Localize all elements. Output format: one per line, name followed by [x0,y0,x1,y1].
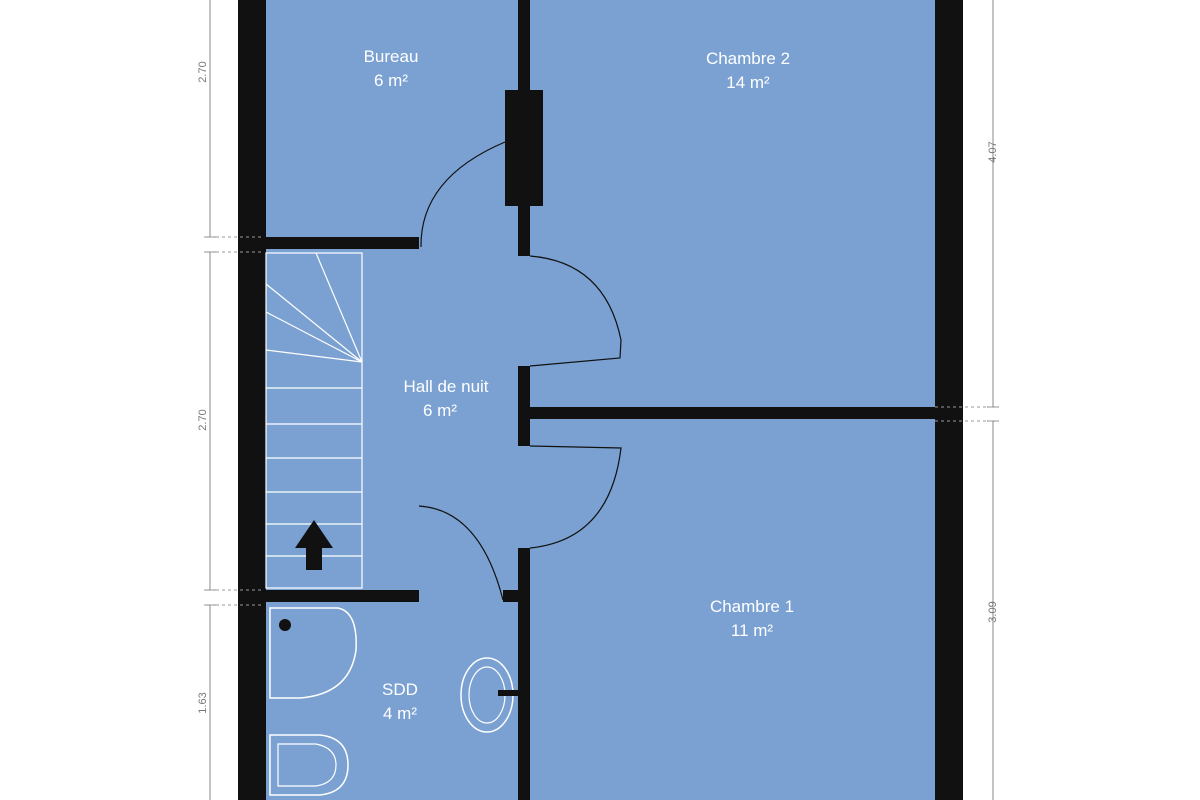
interior-walls [264,0,935,800]
exterior-wall-right [935,0,963,800]
shower-icon [269,607,357,699]
room-hall-name: Hall de nuit [403,377,488,396]
room-chambre2-name: Chambre 2 [706,49,790,68]
dim-left-2: 2.70 [197,409,209,430]
door-swings [418,141,622,601]
dimension-extension-lines [204,236,999,606]
exterior-wall-left [238,0,266,800]
room-bureau-name: Bureau [364,47,419,66]
dim-left-1: 2.70 [197,61,209,82]
room-hall-area: 6 m² [423,401,457,420]
room-chambre2-area: 14 m² [726,73,770,92]
room-bureau-area: 6 m² [374,71,408,90]
dim-right-2: 3.09 [987,601,999,622]
room-chambre1-name: Chambre 1 [710,597,794,616]
dim-right-1: 4.07 [987,141,999,162]
stair-arrow-icon [295,520,333,570]
dim-left-3: 1.63 [197,692,209,713]
sink-icon [460,657,518,733]
room-sdd-name: SDD [382,680,418,699]
room-sdd-area: 4 m² [383,704,417,723]
dimension-lines [204,0,999,800]
toilet-icon [269,734,349,796]
room-chambre1-area: 11 m² [731,621,774,640]
floor-area [264,0,936,800]
